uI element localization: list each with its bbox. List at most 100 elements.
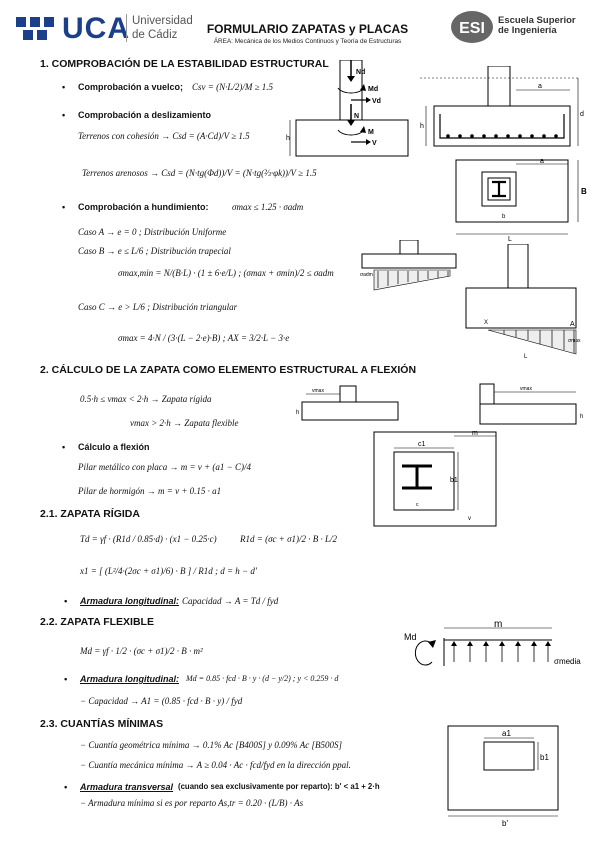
cuantia-geometrica: − Cuantía geométrica mínima → 0.1% Ac [B…	[80, 740, 342, 750]
label-l-tri: L	[524, 354, 528, 360]
figure-plan-dim-l: L	[456, 233, 568, 242]
cohesion-formula: Terrenos con cohesión → Csd = (A·Cd)/V ≥…	[78, 131, 250, 141]
section-2-title: 2. CÁLCULO DE LA ZAPATA COMO ELEMENTO ES…	[40, 364, 417, 376]
label-m-flex: m	[494, 619, 502, 630]
esi-emblem-icon: ESI	[451, 11, 493, 43]
section-column	[487, 66, 511, 107]
page-subtitle: ÁREA: Mecánica de los Medios Continuos y…	[213, 38, 402, 45]
armadura-transversal-label: Armadura transversal	[64, 782, 173, 792]
label-h-flexible: h	[580, 414, 583, 420]
i-beam-icon	[492, 180, 506, 198]
uca-emblem-icon	[16, 17, 54, 40]
label-bprime: b'	[502, 819, 508, 828]
footing-outline	[295, 119, 409, 157]
label-n: N	[354, 113, 359, 120]
hundimiento-formula: σmax ≤ 1.25 · σadm	[232, 202, 304, 212]
label-a-tri: A	[570, 321, 575, 328]
armadura-transversal-text: (cuando sea exclusivamente por reparto):…	[178, 782, 380, 791]
label-a1-min: a1	[502, 729, 511, 738]
armadura-longitudinal-rigida-label: Armadura longitudinal:	[64, 596, 179, 606]
pressure-arrows-trap	[377, 271, 449, 288]
label-l-plan: L	[508, 236, 512, 242]
label-vd: Vd	[372, 98, 381, 105]
esi-name: Escuela Superior de Ingeniería	[498, 16, 576, 36]
x1-formula: x1 = [ (L²/4·(2σc + σ1)/6) · B ] / R1d ;…	[80, 566, 257, 576]
vuelco-formula: Csv = (N·L/2)/M ≥ 1.5	[192, 82, 274, 92]
capacidad-flexible: − Capacidad → A1 = (0.85 · fcd · B · y) …	[80, 696, 243, 706]
section-2-1-title: 2.1. ZAPATA RÍGIDA	[40, 508, 140, 520]
td-formula: Td = γf · (R1d / 0.85·d) · (x1 − 0.25·c)	[80, 534, 217, 544]
label-sigma-media: σmedia	[554, 657, 581, 666]
figure-triangular-pressure: A X σmax L	[465, 244, 581, 360]
uca-name: Universidad de Cádiz	[126, 14, 193, 42]
label-md: Md	[368, 86, 378, 93]
label-nd: Nd	[356, 69, 365, 76]
label-c1: c1	[418, 441, 426, 448]
figure-plan-view: a B b	[455, 158, 587, 223]
label-m-plate: m	[472, 430, 478, 437]
label-b1-plate: b1	[450, 477, 458, 484]
uca-line2: de Cádiz	[132, 29, 178, 41]
label-m: M	[368, 129, 374, 136]
section-1-title: 1. COMPROBACIÓN DE LA ESTABILIDAD ESTRUC…	[40, 58, 329, 70]
label-v: V	[372, 140, 377, 147]
sigma-triangular: σmax = 4·N / (3·(L − 2·e)·B) ; AX = 3/2·…	[118, 333, 290, 343]
pilar-metalico-formula: Pilar metálico con placa → m = v + (a1 −…	[78, 462, 251, 472]
page-title: FORMULARIO ZAPATAS y PLACAS	[206, 22, 409, 36]
label-b-small: b	[502, 214, 506, 220]
section-2-3-title: 2.3. CUANTÍAS MÍNIMAS	[40, 718, 164, 730]
uca-logo: UCA Universidad de Cádiz	[14, 12, 214, 48]
armadura-reparto: − Armadura mínima si es por reparto As,t…	[80, 798, 304, 808]
figure-column-forces: Nd Md Vd N M V h	[286, 60, 409, 157]
caso-c: Caso C → e > L/6 ; Distribución triangul…	[78, 302, 238, 312]
uca-line1: Universidad	[132, 15, 193, 27]
plate-a1-b1	[483, 741, 535, 771]
esi-mark-text: ESI	[459, 20, 485, 37]
label-section-h: h	[420, 123, 424, 130]
pilar-hormigon-formula: Pilar de hormigón → m = v + 0.15 · a1	[78, 486, 222, 496]
section-footing	[433, 105, 571, 147]
label-x-tri: X	[484, 320, 488, 326]
cuantia-mecanica: − Cuantía mecánica mínima → A ≥ 0.04 · A…	[80, 760, 351, 770]
plate-outline	[393, 451, 455, 511]
label-a-plan: a	[540, 158, 544, 165]
label-vmax-1: vmax	[312, 388, 324, 394]
figure-transversal-plan: a1 b1 b'	[447, 725, 559, 828]
figure-footing-section: a d h	[420, 66, 584, 147]
label-sigma-max: σmax	[568, 338, 581, 344]
figure-vmax-rigid: vmax h	[296, 385, 399, 421]
label-md-flex: Md	[404, 632, 417, 642]
pressure-arrows-tri	[503, 330, 575, 353]
esi-line1: Escuela Superior	[498, 15, 576, 26]
label-h: h	[286, 135, 290, 142]
vuelco-label: Comprobación a vuelco;	[62, 82, 183, 92]
esi-logo: ESI Escuela Superior de Ingeniería	[450, 10, 590, 46]
label-sigma-adm: σadm	[360, 272, 373, 278]
figure-plate-plan: c1 m b1 v c	[373, 430, 497, 527]
sigma-trapecial: σmax,min = N/(B·L) · (1 ± 6·e/L) ; (σmax…	[118, 268, 334, 278]
r1d-formula: R1d = (σc + σ1)/2 · B · L/2	[240, 534, 338, 544]
md-formula: Md = γf · 1/2 · (σc + σ1)/2 · B · m²	[80, 646, 203, 656]
label-b-plan: B	[581, 187, 587, 196]
label-b1-min: b1	[540, 753, 549, 762]
md-equilibrium: Md = 0.85 · fcd · B · y · (d − y/2) ; y …	[186, 674, 339, 683]
label-v-plate: v	[468, 516, 471, 522]
zapata-rigida-condition: 0.5·h ≤ vmax < 2·h → Zapata rígida	[80, 394, 212, 404]
label-section-d: d	[580, 111, 584, 118]
caso-a: Caso A → e = 0 ; Distribución Uniforme	[78, 227, 227, 237]
zapata-flexible-condition: vmax > 2·h → Zapata flexible	[130, 418, 239, 428]
plan-footing	[455, 159, 569, 223]
armadura-longitudinal-flexible-label: Armadura longitudinal:	[64, 674, 179, 684]
plate-i-beam-icon	[402, 464, 432, 490]
caso-b: Caso B → e ≤ L/6 ; Distribución trapecia…	[78, 246, 231, 256]
plan-plate	[481, 171, 517, 207]
label-vmax-2: vmax	[520, 386, 532, 392]
figure-vmax-flexible: vmax h	[479, 383, 583, 425]
arenosos-formula: Terrenos arenosos → Csd = (N·tg(Φd))/V =…	[82, 168, 317, 178]
calculo-flexion-label: Cálculo a flexión	[62, 442, 149, 452]
figure-trapezoidal-pressure: σadm	[360, 240, 457, 291]
uca-wordmark: UCA	[62, 12, 130, 45]
label-a-top: a	[538, 83, 542, 90]
deslizamiento-label: Comprobación a deslizamiento	[62, 110, 211, 120]
label-c-plate: c	[416, 502, 419, 508]
